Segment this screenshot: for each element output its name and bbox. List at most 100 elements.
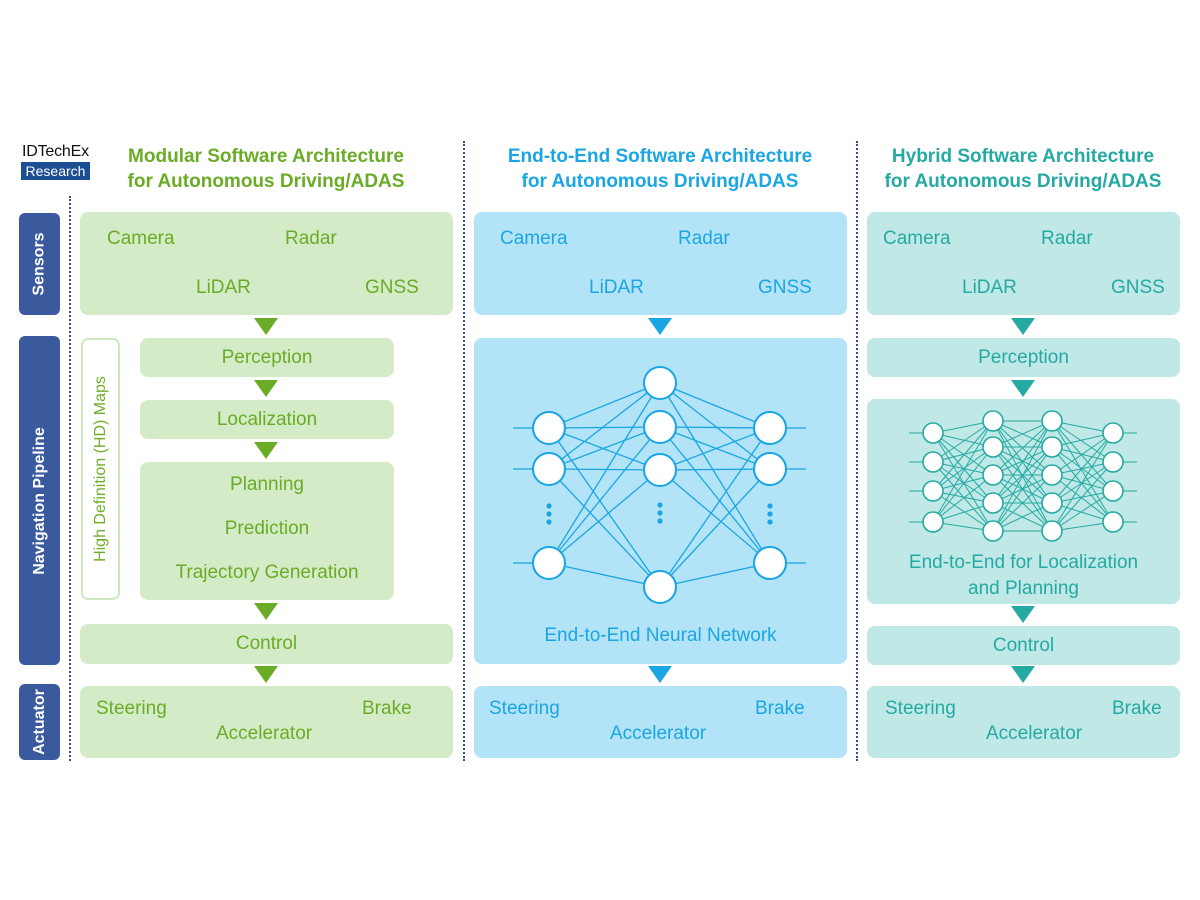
network-connection: [992, 446, 1053, 532]
network-node: [922, 480, 944, 502]
network-connection: [932, 420, 994, 492]
network-connection: [548, 426, 661, 564]
network-node: [1041, 436, 1063, 458]
network-connection: [659, 427, 771, 588]
network-connection: [548, 426, 661, 429]
neural-network-icon: [909, 410, 1137, 542]
down-arrow-icon: [1011, 318, 1035, 335]
down-arrow-icon: [254, 666, 278, 683]
network-node: [752, 410, 788, 446]
down-arrow-icon: [648, 318, 672, 335]
network-node: [531, 451, 567, 487]
modular-sensors-box: [80, 212, 453, 315]
sensor-gnss: GNSS: [365, 277, 419, 298]
ellipsis-dot: [657, 510, 663, 516]
sensor-camera: Camera: [500, 228, 568, 249]
network-node: [531, 410, 567, 446]
network-node: [642, 569, 678, 605]
down-arrow-icon: [254, 603, 278, 620]
down-arrow-icon: [1011, 380, 1035, 397]
network-connection: [1051, 420, 1114, 523]
network-connection: [659, 468, 771, 588]
neural-network-label: End-to-End Neural Network: [544, 625, 777, 646]
e2e-actuator-box: [474, 686, 847, 758]
actuator-accelerator: Accelerator: [610, 723, 707, 744]
network-connection: [548, 382, 661, 429]
hybrid-actuator-box: [867, 686, 1180, 758]
down-arrow-icon: [1011, 606, 1035, 623]
network-connection: [1051, 420, 1114, 492]
network-node: [1041, 410, 1063, 432]
network-connection: [932, 420, 994, 523]
sensor-lidar: LiDAR: [962, 277, 1017, 298]
network-node: [982, 410, 1004, 432]
network-node: [982, 520, 1004, 542]
separator-line: [69, 196, 71, 761]
network-node: [752, 451, 788, 487]
network-connection: [992, 502, 1053, 532]
control-box: Control: [867, 626, 1180, 665]
down-arrow-icon: [254, 442, 278, 459]
network-connection: [548, 382, 661, 470]
separator-line: [463, 141, 465, 761]
network-node: [1041, 464, 1063, 486]
localization-box: Localization: [140, 400, 394, 439]
sensor-gnss: GNSS: [758, 277, 812, 298]
row-label-navigation: Navigation Pipeline: [19, 336, 60, 665]
network-connection: [659, 562, 771, 588]
sensor-camera: Camera: [107, 228, 175, 249]
network-connection: [932, 420, 994, 463]
network-node: [642, 365, 678, 401]
hybrid-e2e-label-line1: End-to-End for Localization: [908, 552, 1139, 573]
network-connection: [659, 382, 771, 564]
network-node: [642, 452, 678, 488]
network-node: [982, 492, 1004, 514]
network-connection: [932, 446, 994, 492]
network-connection: [659, 468, 771, 471]
trajectory-label: Trajectory Generation: [175, 562, 359, 583]
hd-maps-box: High Definition (HD) Maps: [81, 338, 120, 600]
network-connection: [932, 490, 994, 532]
sensor-camera: Camera: [883, 228, 951, 249]
network-connection: [1051, 420, 1114, 463]
sensor-gnss: GNSS: [1111, 277, 1165, 298]
separator-line: [856, 141, 858, 761]
ellipsis-dot: [546, 519, 552, 525]
network-node: [531, 545, 567, 581]
network-connection: [1051, 432, 1114, 504]
network-connection: [932, 474, 994, 523]
actuator-brake: Brake: [362, 698, 412, 719]
hybrid-title: Hybrid Software Architecture for Autonom…: [884, 146, 1162, 192]
network-node: [1041, 492, 1063, 514]
network-node: [1102, 422, 1124, 444]
perception-box: Perception: [867, 338, 1180, 377]
network-connection: [1051, 461, 1114, 532]
network-connection: [659, 427, 771, 471]
actuator-accelerator: Accelerator: [986, 723, 1083, 744]
actuator-brake: Brake: [755, 698, 805, 719]
network-connection: [932, 446, 994, 523]
network-connection: [659, 426, 771, 429]
ellipsis-dot: [546, 511, 552, 517]
network-connection: [992, 420, 1053, 476]
actuator-accelerator: Accelerator: [216, 723, 313, 744]
actuator-steering: Steering: [96, 698, 167, 719]
network-node: [642, 409, 678, 445]
network-connection: [659, 426, 771, 470]
sensor-lidar: LiDAR: [196, 277, 251, 298]
network-node: [922, 422, 944, 444]
network-connection: [1051, 432, 1114, 532]
actuator-brake: Brake: [1112, 698, 1162, 719]
network-connection: [1051, 446, 1114, 523]
perception-box: Perception: [140, 338, 394, 377]
network-connection: [659, 426, 771, 564]
network-connection: [1051, 490, 1114, 532]
sensor-lidar: LiDAR: [589, 277, 644, 298]
sensor-radar: Radar: [285, 228, 337, 249]
network-node: [922, 451, 944, 473]
planning-label: Planning: [230, 474, 304, 495]
network-node: [1041, 520, 1063, 542]
modular-actuator-box: [80, 686, 453, 758]
network-connection: [548, 427, 661, 471]
down-arrow-icon: [648, 666, 672, 683]
